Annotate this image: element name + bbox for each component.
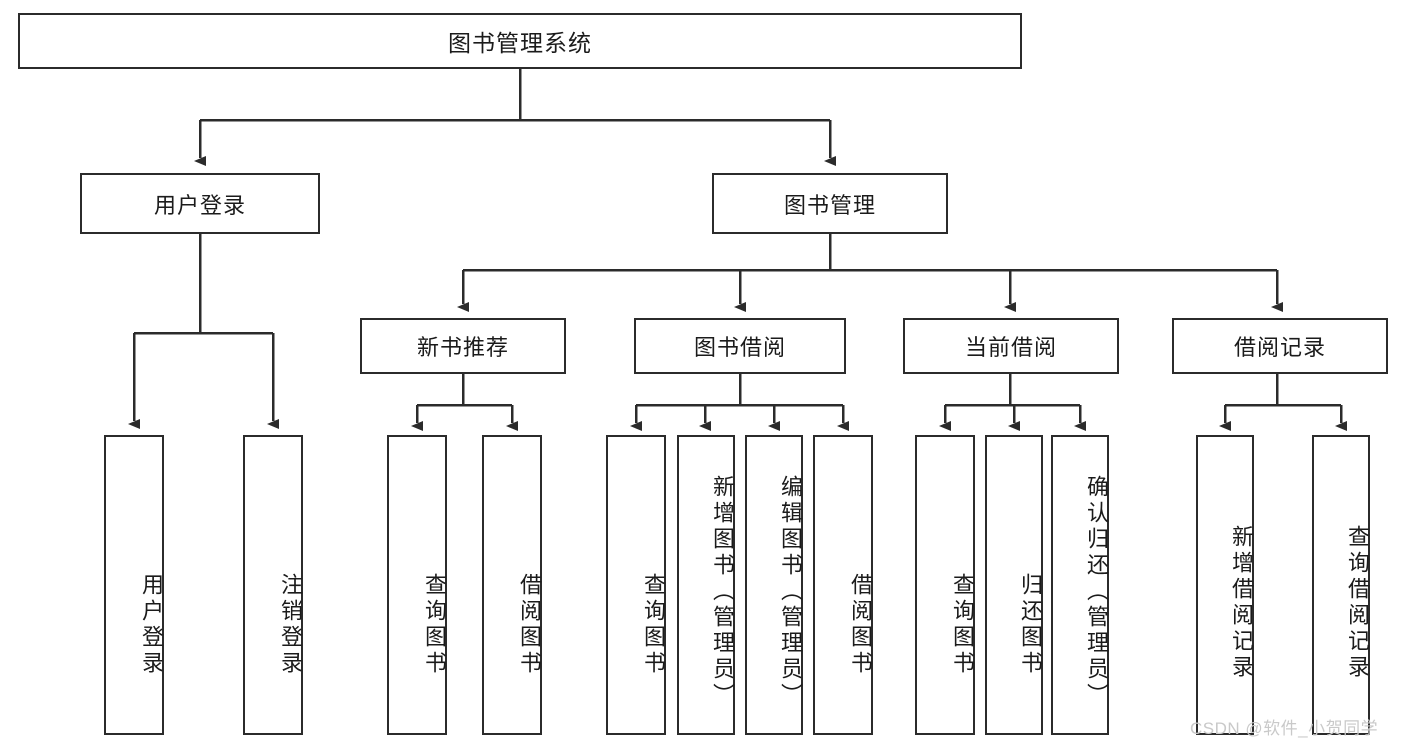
node-new-book-recommend[interactable]: 新书推荐 bbox=[360, 318, 566, 374]
node-label: 借阅图书 bbox=[848, 573, 873, 677]
node-label: 图书借阅 bbox=[693, 335, 786, 360]
node-label: 注销登录 bbox=[278, 573, 303, 677]
node-label: 借阅记录 bbox=[1233, 335, 1326, 360]
watermark-text: CSDN @软件_小贺同学 bbox=[1190, 719, 1379, 738]
node-label: 新增图书（管理员） bbox=[710, 475, 735, 709]
node-label: 新书推荐 bbox=[416, 335, 509, 360]
leaf-query-book-1[interactable]: 查询图书 bbox=[387, 435, 447, 735]
leaf-query-book-3[interactable]: 查询图书 bbox=[915, 435, 975, 735]
node-label: 借阅图书 bbox=[517, 573, 542, 677]
node-label: 图书管理系统 bbox=[448, 30, 592, 56]
node-label: 用户登录 bbox=[139, 573, 164, 677]
leaf-edit-book[interactable]: 编辑图书（管理员） bbox=[745, 435, 803, 735]
node-label: 查询图书 bbox=[950, 573, 975, 677]
node-label: 查询借阅记录 bbox=[1345, 525, 1370, 681]
node-label: 用户登录 bbox=[153, 192, 246, 218]
node-label: 确认归还（管理员） bbox=[1084, 475, 1109, 709]
leaf-borrow-book-2[interactable]: 借阅图书 bbox=[813, 435, 873, 735]
leaf-logout-login[interactable]: 注销登录 bbox=[243, 435, 303, 735]
node-book-manage[interactable]: 图书管理 bbox=[712, 173, 948, 234]
node-label: 编辑图书（管理员） bbox=[778, 475, 803, 709]
node-user-login[interactable]: 用户登录 bbox=[80, 173, 320, 234]
leaf-return-book[interactable]: 归还图书 bbox=[985, 435, 1043, 735]
leaf-query-book-2[interactable]: 查询图书 bbox=[606, 435, 666, 735]
node-label: 图书管理 bbox=[783, 192, 876, 218]
node-label: 查询图书 bbox=[641, 573, 666, 677]
leaf-add-record[interactable]: 新增借阅记录 bbox=[1196, 435, 1254, 735]
node-label: 当前借阅 bbox=[964, 335, 1057, 360]
node-root-system[interactable]: 图书管理系统 bbox=[18, 13, 1022, 69]
node-current-borrow[interactable]: 当前借阅 bbox=[903, 318, 1119, 374]
leaf-borrow-book-1[interactable]: 借阅图书 bbox=[482, 435, 542, 735]
node-borrow-record[interactable]: 借阅记录 bbox=[1172, 318, 1388, 374]
leaf-confirm-return[interactable]: 确认归还（管理员） bbox=[1051, 435, 1109, 735]
node-label: 新增借阅记录 bbox=[1229, 525, 1254, 681]
leaf-query-record[interactable]: 查询借阅记录 bbox=[1312, 435, 1370, 735]
node-label: 查询图书 bbox=[422, 573, 447, 677]
node-label: 归还图书 bbox=[1018, 573, 1043, 677]
leaf-user-login[interactable]: 用户登录 bbox=[104, 435, 164, 735]
leaf-add-book[interactable]: 新增图书（管理员） bbox=[677, 435, 735, 735]
node-book-borrow[interactable]: 图书借阅 bbox=[634, 318, 846, 374]
